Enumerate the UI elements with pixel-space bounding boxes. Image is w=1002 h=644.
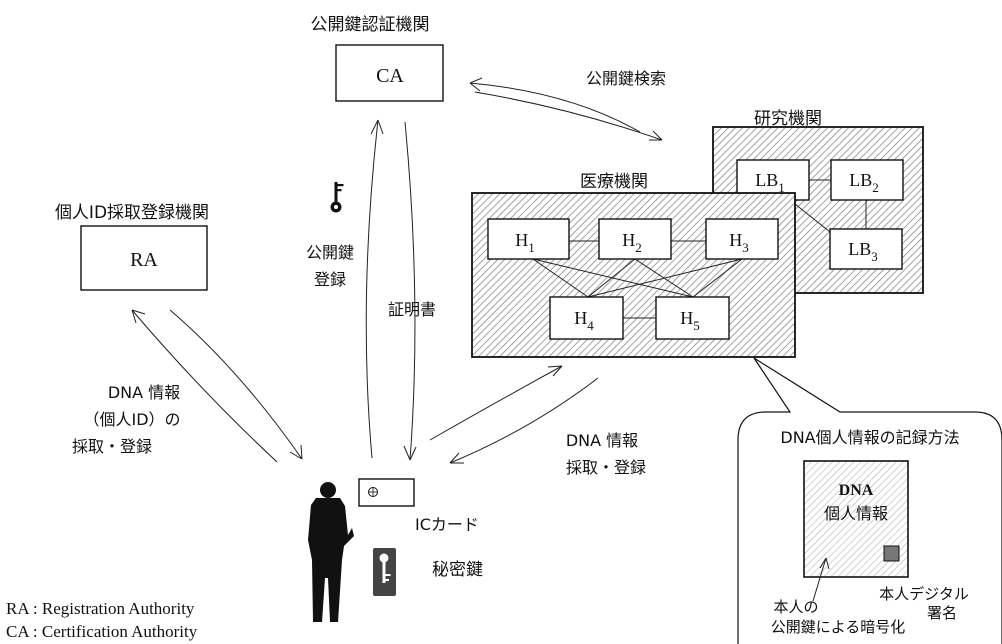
register-label-1: 公開鍵 bbox=[306, 243, 354, 262]
ic-card bbox=[359, 479, 414, 506]
dna-med-label-2: 採取・登録 bbox=[566, 458, 646, 477]
ca-label: CA bbox=[376, 65, 404, 87]
research-heading: 研究機関 bbox=[754, 109, 822, 129]
legend-ra: RA : Registration Authority bbox=[6, 599, 195, 618]
ra-heading: 個人ID採取登録機関 bbox=[55, 203, 209, 223]
record-inner-label-2: 個人情報 bbox=[824, 504, 888, 523]
sig-label-1: 本人デジタル bbox=[879, 585, 969, 603]
dna-ra-label-1: DNA 情報 bbox=[108, 383, 180, 402]
medical-box bbox=[472, 193, 795, 357]
private-key-label: 秘密鍵 bbox=[432, 560, 483, 580]
legend-ca: CA : Certification Authority bbox=[6, 622, 198, 641]
medical-heading: 医療機関 bbox=[580, 172, 648, 192]
dna-ra-label-2: （個人ID）の bbox=[83, 410, 180, 429]
ic-chip-icon bbox=[369, 488, 378, 497]
dna-ra-label-3: 採取・登録 bbox=[72, 437, 152, 456]
enc-label-1: 本人の bbox=[773, 598, 818, 616]
person-icon bbox=[308, 482, 354, 622]
enc-label-2: 公開鍵による暗号化 bbox=[771, 618, 906, 636]
ra-label: RA bbox=[130, 249, 158, 271]
search-label: 公開鍵検索 bbox=[586, 69, 666, 88]
record-title: DNA個人情報の記録方法 bbox=[780, 428, 959, 447]
private-key-icon bbox=[373, 548, 396, 596]
ca-register-arrows bbox=[366, 120, 416, 460]
ic-card-label: ICカード bbox=[415, 515, 479, 534]
ca-heading: 公開鍵認証機関 bbox=[311, 15, 430, 35]
dna-med-label-1: DNA 情報 bbox=[566, 431, 638, 450]
register-label-2: 登録 bbox=[314, 270, 346, 289]
signature-square bbox=[884, 546, 899, 561]
key-icon bbox=[331, 182, 344, 213]
record-inner-label-1: DNA bbox=[839, 482, 874, 499]
certificate-label: 証明書 bbox=[388, 300, 436, 319]
sig-label-2: 署名 bbox=[927, 604, 957, 622]
